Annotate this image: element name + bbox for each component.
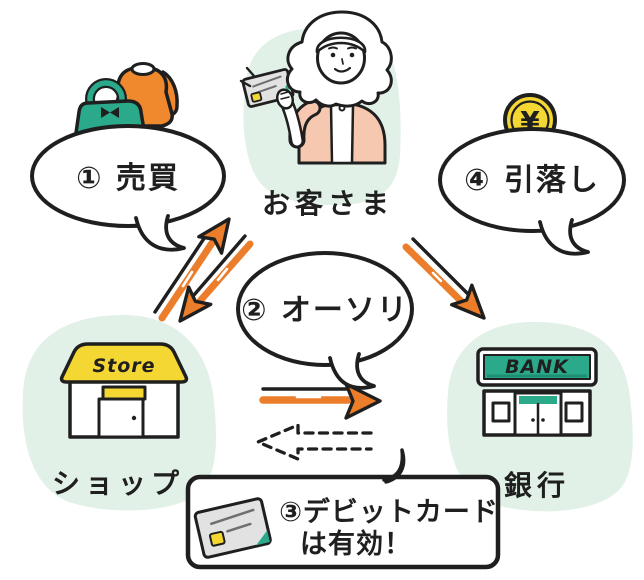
customer-label: お客さま [262,187,394,220]
arrow-shop-to-customer [153,217,231,322]
store-icon: Store [59,342,189,439]
note-card-icon [193,497,272,559]
bubble-step1-label: ① 売買 [76,161,180,196]
shop-label: ショップ [52,467,184,500]
sparkle-lines [239,66,256,88]
note-line1: ③デビットカード [279,496,499,528]
arrow-customer-to-bank [402,237,486,320]
note-tail [382,448,406,484]
bubble-step2-label: ② オーソリ [241,293,409,328]
speech-bubble-step2: ② オーソリ [236,251,414,390]
bank-icon: BANK [476,347,598,437]
speech-bubble-step1: ① 売買 [30,124,226,252]
note-line2: は有効！ [300,528,412,560]
bank-sign-label: BANK [505,356,569,378]
arrow-customer-to-shop [178,234,254,323]
speech-bubble-step4: ④ 引落し [438,127,626,256]
arrow-shop-to-bank [259,382,382,420]
customer-illustration [239,10,393,165]
arrow-bank-to-shop-dashed [256,423,373,461]
store-sign-label: Store [92,355,155,377]
bank-label: 銀行 [504,469,570,502]
note-box: ③デビットカード は有効！ [185,448,501,570]
bubble-step4-label: ④ 引落し [464,163,600,198]
